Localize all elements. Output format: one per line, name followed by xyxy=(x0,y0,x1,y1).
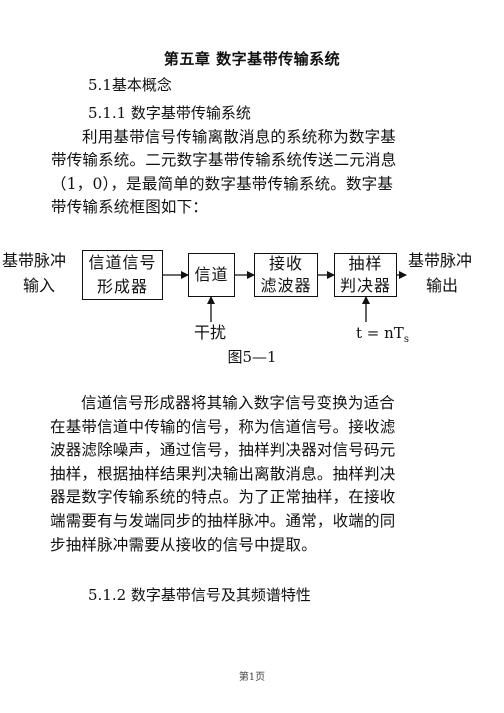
body-line: 抽样，根据抽样结果判决输出离散消息。抽样判决 xyxy=(50,464,396,483)
body-line: 在基带信道中传输的信号，称为信道信号。接收滤 xyxy=(50,417,396,436)
block-diagram: 基带脉冲 输入 信道信号 形成器 信道 接收 滤波器 抽样 判决器 基带脉冲 输… xyxy=(0,240,504,370)
figure-caption: 图5—1 xyxy=(227,348,277,366)
sampling-time-label: t = nTs xyxy=(356,322,409,351)
body-line: 器是数字传输系统的特点。为了正常抽样，在接收 xyxy=(50,488,396,507)
receive-filter-line1: 接收 xyxy=(268,254,303,273)
section-heading-5-1-1: 5.1.1 数字基带传输系统 xyxy=(88,104,251,122)
sampling-time-subscript: s xyxy=(403,334,409,345)
intro-line: 带传输系统。二元数字基带传输系统传送二元消息 xyxy=(51,151,397,170)
page-number: 第1页 xyxy=(238,672,266,683)
interference-label: 干扰 xyxy=(194,323,227,342)
body-line: 步抽样脉冲需要从接收的信号中提取。 xyxy=(50,535,317,554)
sampler-line1: 抽样 xyxy=(348,254,383,273)
signal-former-line1: 信道信号 xyxy=(88,253,157,272)
input-label-line1: 基带脉冲 xyxy=(2,251,67,270)
body-paragraph: 信道信号形成器将其输入数字信号变换为适合 在基带信道中传输的信号，称为信道信号。… xyxy=(50,392,452,557)
sampling-time-text: t = nT xyxy=(356,324,404,342)
signal-former-line2: 形成器 xyxy=(96,277,148,296)
channel-label: 信道 xyxy=(194,265,229,284)
diagram-arrows xyxy=(163,271,407,322)
chapter-title: 第五章 数字基带传输系统 xyxy=(163,50,341,68)
receive-filter-line2: 滤波器 xyxy=(260,276,312,295)
output-label-line1: 基带脉冲 xyxy=(408,251,473,270)
section-heading-5-1-2: 5.1.2 数字基带信号及其频谱特性 xyxy=(88,586,311,604)
body-line: 信道信号形成器将其输入数字信号变换为适合 xyxy=(81,394,396,412)
output-label-line2: 输出 xyxy=(426,276,459,295)
intro-paragraph: 利用基带信号传输离散消息的系统称为数字基 带传输系统。二元数字基带传输系统传送二… xyxy=(51,126,449,220)
body-line: 端需要有与发端同步的抽样脉冲。通常，收端的同 xyxy=(50,511,396,530)
channel-box: 信道 xyxy=(188,253,235,297)
intro-line: 利用基带信号传输离散消息的系统称为数字基 xyxy=(82,128,397,146)
input-label-line2: 输入 xyxy=(23,276,56,295)
section-heading-5-1: 5.1基本概念 xyxy=(88,76,172,94)
intro-line: （1，0），是最简单的数字基带传输系统。数字基 xyxy=(51,174,394,193)
body-line: 波器滤除噪声，通过信号，抽样判决器对信号码元 xyxy=(50,441,396,460)
sampler-line2: 判决器 xyxy=(339,276,391,295)
receive-filter-box: 接收 滤波器 xyxy=(254,253,318,297)
signal-former-box: 信道信号 形成器 xyxy=(82,250,163,300)
intro-line: 带传输系统框图如下： xyxy=(51,198,209,217)
sampler-box: 抽样 判决器 xyxy=(334,253,397,297)
